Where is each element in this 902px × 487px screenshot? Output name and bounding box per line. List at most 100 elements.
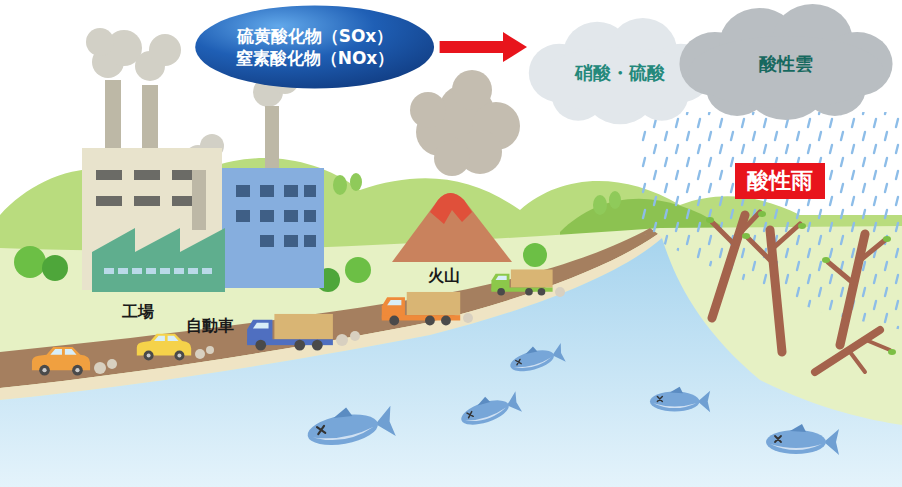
leaf bbox=[742, 233, 750, 239]
truck bbox=[382, 292, 460, 325]
window bbox=[304, 185, 316, 197]
flow-arrow bbox=[440, 41, 503, 53]
exhaust-puff bbox=[206, 346, 214, 354]
tree-branch bbox=[828, 240, 885, 282]
chimney bbox=[105, 80, 121, 150]
blue-building bbox=[212, 168, 324, 288]
window bbox=[96, 170, 122, 180]
window bbox=[96, 196, 122, 206]
window bbox=[174, 268, 184, 274]
text-block: 酸性雲 bbox=[759, 53, 813, 75]
leaf bbox=[822, 257, 830, 263]
dead-trees bbox=[712, 212, 890, 372]
bush bbox=[593, 195, 607, 215]
bush bbox=[609, 191, 621, 209]
rain bbox=[640, 112, 902, 330]
fallen-tree bbox=[815, 330, 880, 372]
window bbox=[188, 268, 198, 274]
volcano-body bbox=[392, 193, 512, 262]
place-label: 火山 bbox=[428, 266, 460, 285]
windows bbox=[104, 268, 212, 274]
window bbox=[284, 185, 298, 197]
leaf bbox=[888, 349, 896, 355]
bush bbox=[14, 246, 46, 278]
window bbox=[132, 268, 142, 274]
text-block: 硝酸・硫酸 bbox=[575, 62, 665, 84]
bush bbox=[345, 257, 371, 283]
leaf bbox=[798, 223, 806, 229]
bush bbox=[523, 243, 547, 267]
text-block: 硫黄酸化物（SOx）窒素酸化物（NOx） bbox=[236, 25, 395, 69]
window bbox=[236, 210, 250, 222]
tree-trunk bbox=[840, 234, 865, 345]
exhaust-puff bbox=[350, 331, 360, 341]
exhaust-puff bbox=[195, 349, 205, 359]
window bbox=[260, 235, 274, 247]
window bbox=[146, 268, 156, 274]
cloud-lobe bbox=[688, 36, 883, 108]
bush bbox=[42, 255, 68, 281]
window bbox=[104, 268, 114, 274]
dead-fish bbox=[457, 387, 522, 430]
emission-ellipse: 硫黄酸化物（SOx）窒素酸化物（NOx） bbox=[194, 5, 435, 89]
exhaust-puff bbox=[94, 362, 106, 374]
green-factory bbox=[92, 228, 225, 292]
chimney bbox=[265, 106, 279, 168]
text-block: 酸性雨 bbox=[747, 167, 813, 195]
window bbox=[236, 185, 250, 197]
truck bbox=[247, 314, 333, 351]
place-label: 自動車 bbox=[186, 316, 234, 335]
node-text: 硝酸・硫酸 bbox=[575, 62, 665, 84]
window bbox=[202, 268, 212, 274]
cloud-lobe bbox=[536, 47, 703, 113]
tree-branch bbox=[850, 340, 890, 372]
smoke-puff bbox=[410, 92, 446, 128]
window bbox=[134, 170, 160, 180]
acid-rain-box: 酸性雨 bbox=[735, 163, 825, 199]
node-text: 酸性雲 bbox=[759, 53, 813, 75]
exhaust-puff bbox=[555, 287, 565, 297]
dead-fish bbox=[650, 387, 710, 413]
car bbox=[137, 334, 191, 361]
smoke-puff bbox=[452, 70, 492, 110]
volcano-lava bbox=[430, 193, 472, 224]
window bbox=[134, 196, 160, 206]
windows bbox=[96, 170, 198, 206]
smoke-puff bbox=[149, 34, 181, 66]
chimney bbox=[142, 85, 158, 150]
leaf bbox=[758, 211, 766, 217]
node-text: 硫黄酸化物（SOx） bbox=[237, 25, 394, 47]
window bbox=[304, 210, 316, 222]
exhaust bbox=[94, 287, 565, 374]
leaves bbox=[706, 211, 896, 355]
leaf bbox=[883, 236, 891, 242]
smoke-puff bbox=[86, 28, 114, 56]
ellipse-shape bbox=[196, 5, 435, 88]
window bbox=[118, 268, 128, 274]
volcano bbox=[392, 70, 520, 262]
ellipse-outline bbox=[194, 5, 435, 89]
volcano-smoke bbox=[410, 70, 520, 176]
bush bbox=[333, 175, 347, 195]
dead-fish bbox=[766, 424, 839, 455]
node-text: 酸性雨 bbox=[747, 167, 813, 195]
dead-fish bbox=[507, 339, 566, 376]
window bbox=[160, 268, 170, 274]
chimney bbox=[192, 170, 206, 230]
bush bbox=[350, 173, 362, 191]
tree-branch bbox=[748, 224, 800, 262]
exhaust-puff bbox=[107, 359, 117, 369]
exhaust-puff bbox=[336, 334, 348, 346]
windows bbox=[236, 185, 316, 247]
window bbox=[260, 210, 274, 222]
truck bbox=[491, 269, 552, 295]
window bbox=[304, 235, 316, 247]
window bbox=[260, 185, 274, 197]
cloud-shape bbox=[679, 4, 892, 120]
window bbox=[284, 235, 298, 247]
exhaust-puff bbox=[463, 313, 473, 323]
leaf bbox=[706, 217, 714, 223]
